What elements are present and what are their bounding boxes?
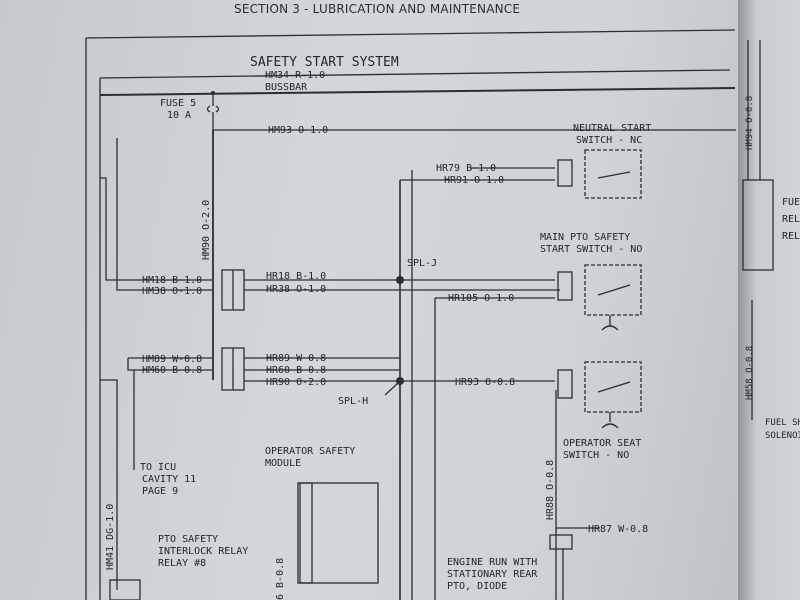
- right-page-text-4: FUEL SH: [765, 418, 800, 428]
- neutral-switch-box: [584, 149, 642, 199]
- inner-border-top: [99, 69, 731, 79]
- right-page-text-2: REL: [782, 214, 800, 225]
- right-page-text-3: REL: [782, 231, 800, 242]
- neutral-switch-blade: [597, 171, 631, 179]
- splice-j-label: SPL-J: [407, 258, 437, 269]
- wire-label-hm60: HM60 B-0.8: [142, 365, 202, 376]
- wire-label-hr38: HR38 O-1.0: [266, 284, 326, 295]
- wire-label-hm38: HM38 O-1.0: [142, 286, 202, 297]
- connector-pto: [557, 271, 573, 301]
- wire-hr79-91: [470, 167, 555, 181]
- module-label-2: MODULE: [265, 458, 301, 469]
- wire-hm89-hm60: [127, 357, 212, 371]
- engine-label-2: STATIONARY REAR: [447, 569, 538, 580]
- icu-label-1: TO ICU: [140, 462, 176, 473]
- right-wire-label: HM94 O-0.8: [745, 96, 755, 150]
- wire-label-hr60: HR60 B-0.8: [266, 365, 326, 376]
- wire-label-hr93: HR93 O-0.8: [455, 377, 515, 388]
- fuse-symbol: [206, 105, 220, 113]
- wire-label-hr90: HR90 O-2.0: [266, 377, 326, 388]
- pto-switch-box: [584, 264, 642, 316]
- connector-neutral: [557, 159, 573, 187]
- pto-switch-blade: [597, 284, 631, 296]
- right-page-text-1: FUE: [782, 197, 800, 208]
- right-page-text-5: SOLENOI: [765, 431, 800, 441]
- wire-label-hm41: HM41 DG-1.0: [105, 504, 116, 570]
- pto-switch-label-2: START SWITCH - NO: [540, 244, 642, 255]
- relay-label-1: PTO SAFETY: [158, 534, 218, 545]
- splice-h-label: SPL-H: [338, 396, 368, 407]
- wire-label-hm18: HM18 B-1.0: [142, 275, 202, 286]
- relay-label-2: INTERLOCK RELAY: [158, 546, 248, 557]
- pto-switch-label-1: MAIN PTO SAFETY: [540, 232, 630, 243]
- engine-label-1: ENGINE RUN WITH: [447, 557, 537, 568]
- wire-label-hr91: HR91 O-1.0: [444, 175, 504, 186]
- wire-label-hr18: HR18 B-1.0: [266, 271, 326, 282]
- fuse-rating: 10 A: [167, 110, 191, 121]
- neutral-switch-label-1: NEUTRAL START: [573, 123, 651, 134]
- right-wire-label-2: HM58 O-0.8: [745, 346, 755, 400]
- seat-switch-label-1: OPERATOR SEAT: [563, 438, 641, 449]
- operator-safety-module: [299, 482, 379, 584]
- wire-label-hr88: HR88 O-0.8: [545, 460, 556, 520]
- wire-label-b6: 6 B-0.8: [275, 558, 286, 600]
- seat-switch-box: [584, 361, 642, 413]
- wire-label-hm93: HM93 O-1.0: [268, 125, 328, 136]
- icu-label-2: CAVITY 11: [142, 474, 196, 485]
- wire-label-hr89: HR89 W-0.8: [266, 353, 326, 364]
- fuse-name: FUSE 5: [160, 98, 196, 109]
- module-connector: [297, 482, 313, 584]
- wire-label-hm89: HM89 W-0.8: [142, 354, 202, 365]
- right-page-relay: [742, 179, 774, 271]
- seat-switch-blade: [597, 381, 631, 393]
- icu-label-3: PAGE 9: [142, 486, 178, 497]
- seat-actuator: [601, 412, 619, 429]
- right-page-wires: [747, 40, 761, 180]
- connector-seat: [557, 369, 573, 399]
- diode-connector: [549, 534, 573, 550]
- bussbar-label: BUSSBAR: [265, 82, 308, 93]
- bus-wire-label: HM34 R-1.0: [265, 70, 325, 81]
- wire-hm41: [100, 379, 118, 590]
- wire-label-hm90: HM90 O-2.0: [201, 200, 212, 260]
- module-label-1: OPERATOR SAFETY: [265, 446, 355, 457]
- diagram-title: SAFETY START SYSTEM: [250, 55, 399, 70]
- engine-label-3: PTO, DIODE: [447, 581, 507, 592]
- fuse-out: [212, 118, 228, 131]
- frame-top: [85, 29, 736, 39]
- relay-label-3: RELAY #8: [158, 558, 206, 569]
- section-header: SECTION 3 - LUBRICATION AND MAINTENANCE: [234, 2, 521, 16]
- bussbar-line: [99, 87, 736, 96]
- seat-switch-label-2: SWITCH - NO: [563, 450, 629, 461]
- wire-label-hr87: HR87 W-0.8: [588, 524, 648, 535]
- relay-connector: [109, 579, 141, 600]
- wire-label-hr105: HR105 O-1.0: [448, 293, 514, 304]
- neutral-switch-label-2: SWITCH - NC: [576, 135, 642, 146]
- wire-label-hr79: HR79 B-1.0: [436, 163, 496, 174]
- wire-hm18: [100, 177, 212, 281]
- pto-actuator: [601, 315, 619, 331]
- wire-hm38: [116, 138, 212, 291]
- splice-j-dot: [396, 276, 404, 284]
